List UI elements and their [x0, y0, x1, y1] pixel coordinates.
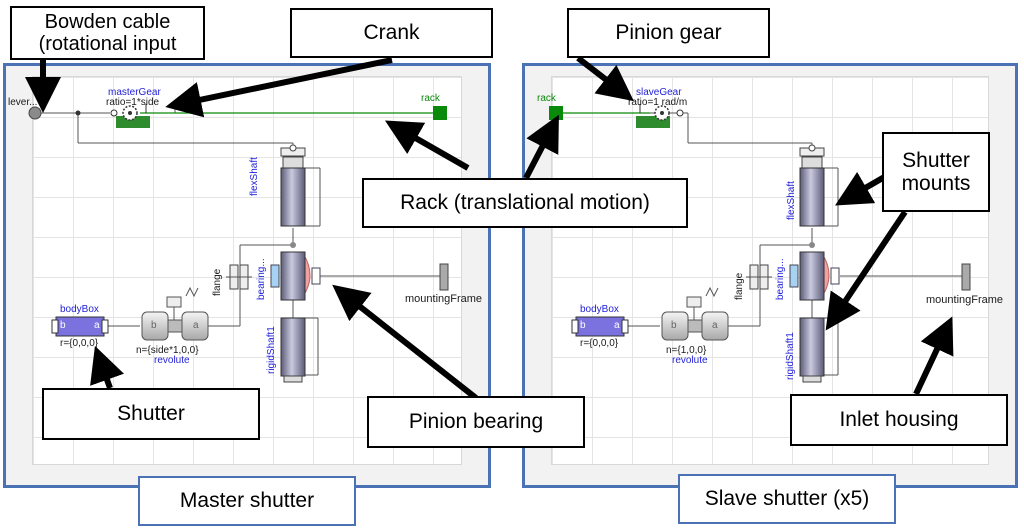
master-bodybox-r: r={0,0,0}: [60, 338, 99, 349]
callout-shutter: Shutter: [42, 388, 260, 440]
callout-pinion-gear: Pinion gear: [567, 8, 770, 58]
slave-revolute-icon: [661, 286, 729, 341]
callout-shutter-mounts: Shutter mounts: [882, 132, 990, 212]
master-rack-label: rack: [421, 93, 440, 104]
master-revolute-port-a: a: [193, 320, 199, 331]
slave-mounting-frame-icon: [961, 263, 971, 291]
arrow-crank: [165, 57, 393, 118]
slave-revolute-port-a: a: [712, 320, 718, 331]
callout-crank: Crank: [290, 8, 493, 58]
master-junction-dot: [75, 110, 81, 116]
slave-gear-ratio: ratio=1 rad/m: [628, 97, 688, 108]
arrow-mounts-rigid: [825, 210, 908, 331]
arrow-pinion-gear: [576, 55, 634, 102]
slave-gear-name: slaveGear: [636, 87, 682, 98]
slave-bodybox-label: bodyBox: [580, 304, 619, 315]
callout-bowden-cable: Bowden cable (rotational input: [10, 6, 205, 60]
master-gear-ratio: ratio=1*side: [106, 97, 160, 108]
callout-rack: Rack (translational motion): [362, 178, 688, 228]
master-gear-name: masterGear: [108, 87, 161, 98]
callout-pinion-bearing: Pinion bearing: [367, 396, 585, 448]
slave-bodybox-port-b: b: [580, 320, 586, 331]
master-revolute-n: n={side*1,0,0}: [136, 345, 199, 356]
slave-shaft-junction-dot: [809, 242, 815, 248]
caption-slave-shutter: Slave shutter (x5): [678, 474, 896, 524]
slave-rack-label: rack: [537, 93, 556, 104]
master-revolute-icon: [141, 286, 209, 341]
slave-revolute-port-b: b: [671, 320, 677, 331]
slave-rigidshaft-icon: [799, 317, 825, 383]
master-lever-label: lever...: [8, 97, 38, 108]
master-bodybox-port-b: b: [60, 320, 66, 331]
master-revolute-port-b: b: [151, 320, 157, 331]
master-rack-port-icon: [433, 106, 447, 120]
arrow-bearing: [332, 284, 478, 401]
slave-bearing-icon: [789, 251, 840, 301]
slave-mounting-frame-label: mountingFrame: [926, 294, 1004, 306]
master-bearing-icon: [270, 251, 321, 301]
master-mounting-frame-label: mountingFrame: [405, 293, 483, 305]
slave-revolute-label: revolute: [672, 355, 708, 366]
master-bodybox-port-a: a: [94, 320, 100, 331]
master-bodybox-icon: [51, 316, 109, 337]
master-flexshaft-icon: [280, 144, 306, 227]
arrow-rack-slave: [523, 114, 559, 180]
slave-gear-icon: [636, 104, 684, 128]
master-mounting-frame-icon: [439, 263, 449, 291]
arrow-inlet: [913, 316, 954, 396]
slave-revolute-n: n={1,0,0}: [666, 345, 707, 356]
slave-bodybox-r: r={0,0,0}: [580, 338, 619, 349]
master-shaft-junction-dot: [290, 242, 296, 248]
caption-master-shutter: Master shutter: [138, 476, 356, 526]
arrow-rack-master: [384, 120, 470, 171]
arrow-shutter: [90, 345, 125, 390]
slave-flexshaft-icon: [799, 144, 825, 227]
master-rigidshaft-icon: [280, 317, 306, 383]
slave-bodybox-icon: [571, 316, 629, 337]
slave-bodybox-port-a: a: [614, 320, 620, 331]
master-revolute-label: revolute: [154, 355, 190, 366]
master-flange-icon: [226, 264, 252, 290]
callout-inlet-housing: Inlet housing: [790, 394, 1008, 446]
slave-flange-icon: [746, 264, 772, 290]
master-gear-icon: [110, 104, 150, 128]
master-bodybox-label: bodyBox: [60, 304, 99, 315]
